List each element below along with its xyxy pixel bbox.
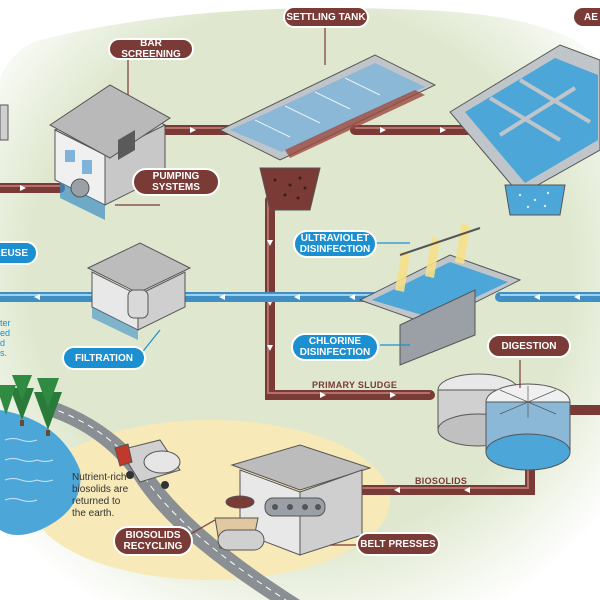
- lake: [0, 410, 81, 535]
- ultraviolet-disinfection-label: ULTRAVIOLET DISINFECTION: [293, 230, 377, 258]
- filtration-label: FILTRATION: [62, 346, 146, 370]
- red-pipes: [0, 125, 600, 495]
- road: [45, 400, 300, 600]
- settling-tank: [218, 54, 437, 211]
- biosolids-recycling-label: BIOSOLIDS RECYCLING: [113, 526, 193, 556]
- edge-text-fragment: ter ed d s.: [0, 318, 11, 358]
- primary-sludge-label: PRIMARY SLUDGE: [312, 380, 398, 390]
- filtration-building: [86, 242, 192, 340]
- nutrient-note: Nutrient-rich biosolids are returned to …: [72, 472, 129, 519]
- reuse-label: REUSE: [0, 241, 38, 265]
- settling-tank-label: SETTLING TANK: [283, 6, 369, 28]
- pump-icon: [70, 178, 90, 198]
- trees: [0, 375, 62, 436]
- edge-structure: [0, 104, 9, 141]
- aeration-label: AE: [572, 6, 600, 28]
- bar-screening-label: BAR SCREENING: [108, 38, 194, 60]
- digestion-label: DIGESTION: [487, 334, 571, 358]
- belt-press-building: [214, 444, 372, 556]
- truck: [114, 439, 181, 489]
- biosolids-pipe-label: BIOSOLIDS: [415, 476, 468, 486]
- digesters: [437, 373, 571, 471]
- uv-disinfection-channel: [358, 222, 522, 366]
- pumping-systems-label: PUMPING SYSTEMS: [132, 168, 220, 196]
- belt-presses-label: BELT PRESSES: [356, 532, 440, 556]
- flow-arrows-blue: [34, 294, 580, 300]
- aeration-tank: [449, 44, 600, 216]
- bar-screening-building: [49, 84, 171, 220]
- chlorine-disinfection-label: CHLORINE DISINFECTION: [291, 333, 379, 361]
- leader-lines-red: [115, 26, 521, 546]
